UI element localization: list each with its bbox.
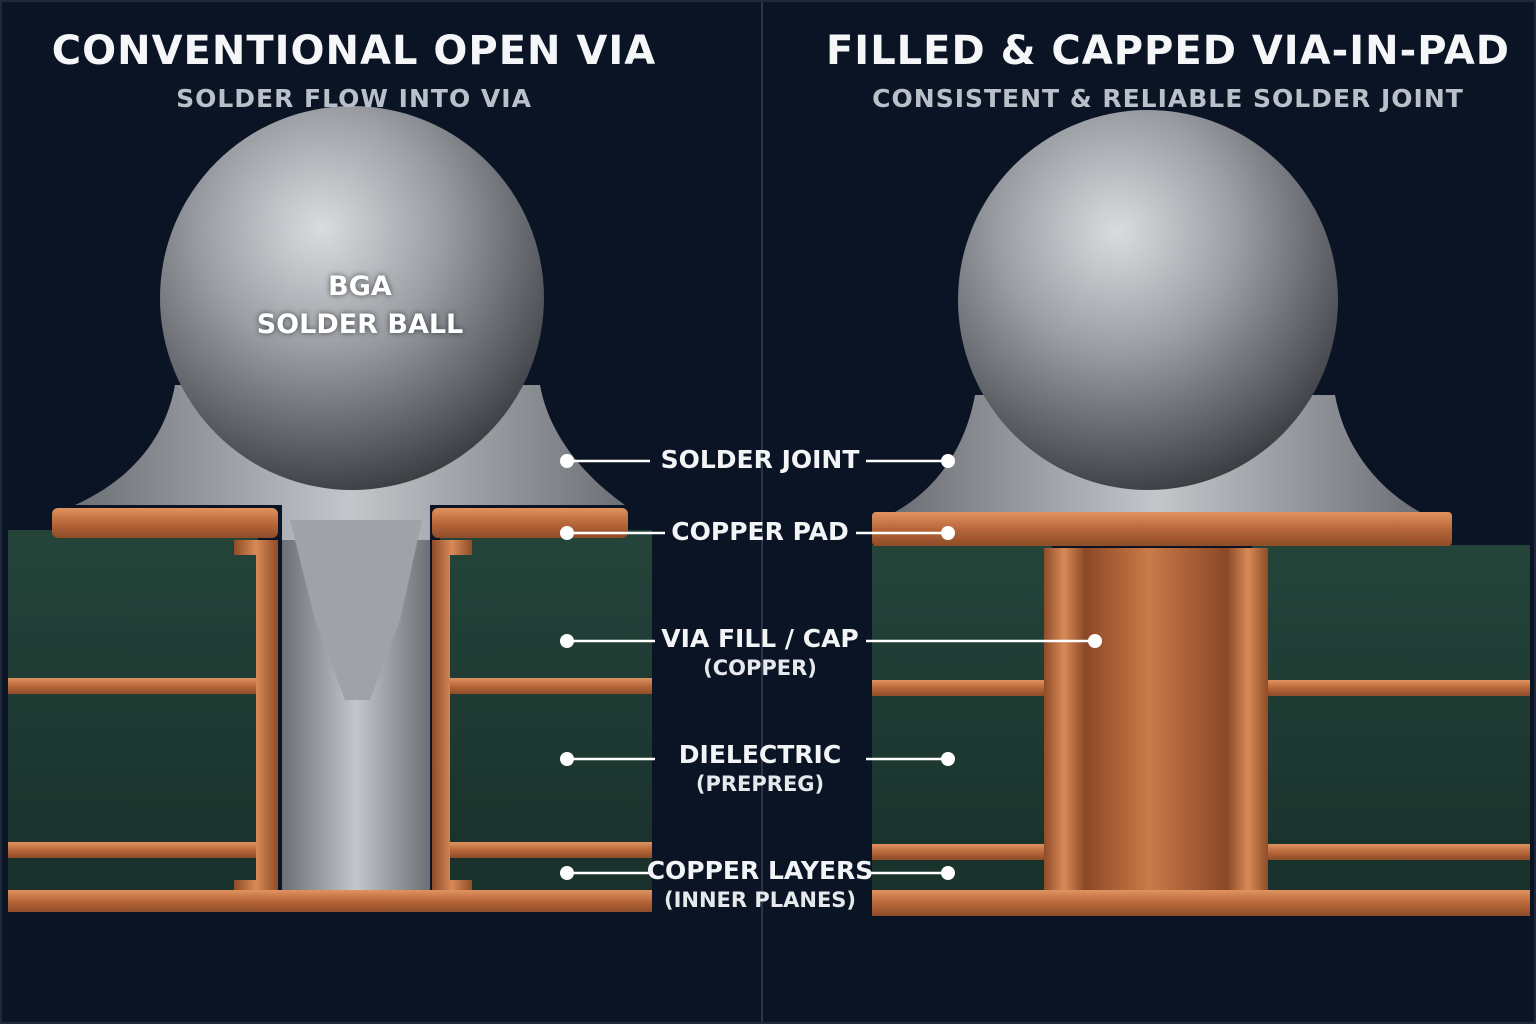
bottom-copper-layer — [8, 890, 652, 912]
leader-dot — [560, 454, 574, 468]
copper-pad — [872, 512, 1452, 546]
callout-solder-joint: SOLDER JOINT — [650, 445, 870, 475]
ball-label-line2: SOLDER BALL — [256, 309, 464, 340]
right-panel-title: FILLED & CAPPED VIA-IN-PAD — [825, 28, 1510, 74]
leader-dot — [560, 526, 574, 540]
callout-main: COPPER PAD — [671, 517, 849, 546]
via-plating-wall — [234, 540, 278, 890]
right-panel-subtitle: CONSISTENT & RELIABLE SOLDER JOINT — [872, 84, 1464, 113]
left-panel-title: CONVENTIONAL OPEN VIA — [51, 28, 657, 74]
leader-dot — [941, 454, 955, 468]
via-plating-wall — [432, 540, 472, 890]
callout-main: VIA FILL / CAP — [661, 624, 859, 653]
leader-dot — [941, 866, 955, 880]
callout-main: SOLDER JOINT — [660, 445, 860, 474]
callout-main: DIELECTRIC — [678, 740, 842, 769]
inner-copper-layer — [8, 678, 256, 694]
inner-copper-layer — [1250, 680, 1530, 696]
leader-dots — [560, 454, 1102, 880]
leader-dot — [1088, 634, 1102, 648]
callout-copper-layers: COPPER LAYERS (INNER PLANES) — [640, 856, 880, 914]
panel-divider — [761, 0, 763, 1024]
left-cross-section — [8, 106, 652, 912]
callout-main: COPPER LAYERS — [646, 856, 874, 885]
via-plating-wall — [1044, 548, 1084, 890]
callout-via-fill: VIA FILL / CAP (COPPER) — [650, 624, 870, 682]
copper-pad — [52, 508, 278, 538]
ball-label: BGA SOLDER BALL — [230, 268, 490, 344]
inner-copper-layer — [448, 842, 652, 858]
leader-dot — [941, 752, 955, 766]
via-plating-wall — [1228, 548, 1268, 890]
ball-label-line1: BGA — [328, 271, 392, 302]
callout-sub: (COPPER) — [703, 656, 817, 680]
copper-pad — [432, 508, 628, 538]
left-panel-subtitle: SOLDER FLOW INTO VIA — [176, 84, 532, 113]
callout-copper-pad: COPPER PAD — [650, 517, 870, 547]
callout-sub: (INNER PLANES) — [663, 888, 857, 912]
inner-copper-layer — [448, 678, 652, 694]
leader-dot — [941, 526, 955, 540]
leader-lines — [567, 459, 1095, 875]
copper-via-fill — [1084, 548, 1228, 890]
inner-copper-layer — [872, 680, 1058, 696]
bga-solder-ball — [160, 106, 544, 490]
leader-dot — [560, 634, 574, 648]
solder-drip — [290, 520, 422, 700]
inner-copper-layer — [1250, 844, 1530, 860]
callout-dielectric: DIELECTRIC (PREPREG) — [650, 740, 870, 798]
bottom-copper-layer — [872, 890, 1530, 916]
inner-copper-layer — [8, 842, 256, 858]
bga-solder-ball — [958, 110, 1338, 490]
leader-dot — [560, 752, 574, 766]
right-cross-section — [872, 110, 1530, 916]
leader-dot — [560, 866, 574, 880]
inner-copper-layer — [872, 844, 1058, 860]
callout-sub: (PREPREG) — [695, 772, 825, 796]
